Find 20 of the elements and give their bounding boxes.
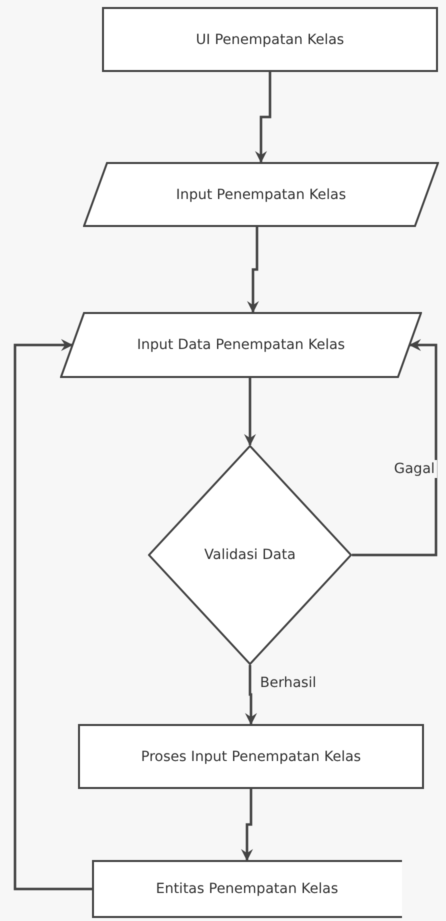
data-store [92,860,402,918]
input-parallelogram [60,312,422,378]
arrow [241,789,253,861]
decision-diamond [148,445,352,665]
node-text: Validasi Data [203,546,297,564]
process-box [102,7,438,72]
node-text: UI Penempatan Kelas [194,30,346,48]
node-text: Entitas Penempatan Kelas [154,880,340,898]
arrow [255,72,272,163]
arrow [244,378,256,446]
process-box [78,724,424,789]
arrow [245,665,257,725]
edge-label: Gagal [392,460,437,478]
node-text: Proses Input Penempatan Kelas [140,748,362,766]
arrow [352,339,438,556]
node-text: Input Penempatan Kelas [174,186,348,204]
arrow [247,227,259,313]
input-parallelogram [83,162,439,227]
node-text: Input Data Penempatan Kelas [136,336,346,354]
arrow [14,339,92,890]
